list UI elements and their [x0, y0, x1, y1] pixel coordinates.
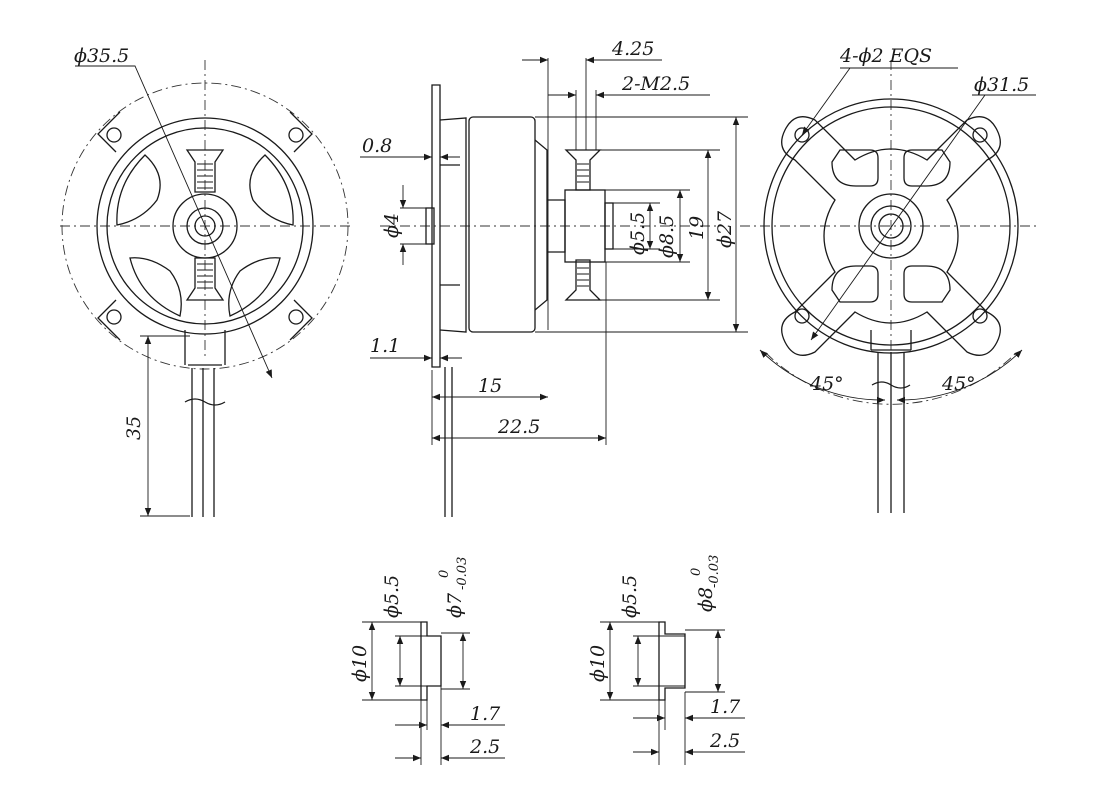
adapter-a-inner: ϕ5.5: [381, 575, 403, 618]
dim-22-5: 22.5: [497, 416, 540, 438]
rear-view: 4-ϕ2 EQS ϕ31.5 45° 45°: [740, 45, 1040, 513]
adapter-b-inner: ϕ5.5: [619, 575, 641, 618]
dim-phi8-5: ϕ8.5: [656, 215, 678, 258]
dim-lead-length: 35: [123, 416, 145, 440]
dim-angle-left: 45°: [809, 373, 844, 395]
dim-rear-dia: ϕ31.5: [974, 74, 1029, 96]
dim-m25: 2-M2.5: [621, 73, 690, 95]
dim-phi27: ϕ27: [714, 210, 736, 248]
adapter-b-flange: ϕ10: [587, 645, 609, 682]
adapter-b-tol-upper: 0: [689, 568, 704, 576]
dim-rear-holes: 4-ϕ2 EQS: [839, 45, 932, 67]
dim-front-dia: ϕ35.5: [74, 45, 129, 67]
dim-angle-right: 45°: [941, 373, 976, 395]
front-view: ϕ35.5 35: [60, 45, 350, 517]
adapter-a-outer: ϕ7: [444, 592, 466, 618]
dim-phi5-5: ϕ5.5: [627, 212, 649, 255]
adapter-a-flange: ϕ10: [349, 645, 371, 682]
adapter-b-t2: 2.5: [709, 730, 740, 752]
dim-4-25: 4.25: [611, 38, 654, 60]
dim-1-1: 1.1: [370, 335, 400, 357]
adapter-a-t2: 2.5: [469, 736, 500, 758]
dim-phi4: ϕ4: [381, 213, 403, 238]
adapter-a-tol-upper: 0: [437, 570, 452, 578]
adapter-b-outer: ϕ8: [695, 587, 717, 612]
adapter-b-tol-lower: -0.03: [707, 555, 722, 588]
side-view: 4.25 2-M2.5 0.8 ϕ4 ϕ5.5 ϕ8.5 19: [360, 38, 748, 517]
dim-0-8: 0.8: [362, 135, 392, 157]
adapter-a-t1: 1.7: [470, 703, 501, 725]
adapter-a-tol-lower: -0.03: [455, 557, 470, 590]
adapter-a: ϕ10 ϕ5.5 ϕ7 0 -0.03 1.7 2.5: [349, 557, 505, 765]
dim-19: 19: [686, 216, 708, 240]
adapter-b-t1: 1.7: [710, 696, 741, 718]
adapter-b: ϕ10 ϕ5.5 ϕ8 0 -0.03 1.7 2.5: [587, 555, 745, 765]
dim-15: 15: [478, 375, 502, 397]
